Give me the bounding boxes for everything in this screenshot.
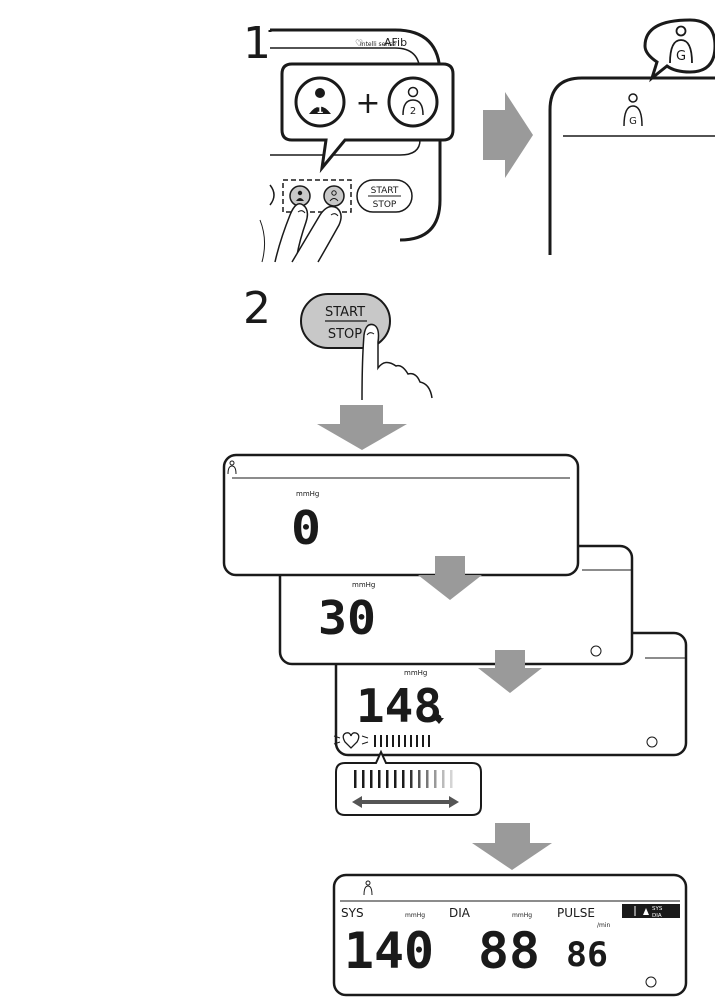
guest-letter-large: G xyxy=(676,49,686,64)
heart-icon: ♡ xyxy=(355,39,363,49)
guest-letter-small: G xyxy=(629,116,637,127)
dia-value: 88 xyxy=(478,922,540,980)
ok-icon-2 xyxy=(590,645,602,657)
user2-number: 2 xyxy=(410,106,416,117)
step-1-number: 1 xyxy=(243,18,271,69)
stop-label-small: STOP xyxy=(373,200,397,210)
guest-display: G G xyxy=(548,18,715,255)
stop-label-large: STOP xyxy=(328,327,362,342)
user1-icon xyxy=(297,190,303,196)
user1-large-button xyxy=(294,76,346,128)
pulse-unit: /min xyxy=(597,922,611,929)
brand-small-text: Intelli sense xyxy=(360,41,396,48)
user1-button[interactable] xyxy=(289,185,311,207)
guest-icon-large xyxy=(675,25,687,37)
unit-148: mmHg xyxy=(404,669,427,677)
legend-dia: DIA xyxy=(652,913,662,919)
down-arrow-2 xyxy=(418,556,482,600)
dia-label: DIA xyxy=(449,906,471,920)
guest-icon-screen1 xyxy=(229,460,235,466)
pulse-value: 86 xyxy=(566,935,608,975)
monitor-device: Intelli sense AFib ♡ START STOP xyxy=(259,28,442,263)
legend-sys: SYS xyxy=(652,906,663,912)
afib-label: AFib xyxy=(384,36,407,49)
pressure-0: 0 xyxy=(291,501,321,555)
screen-0: mmHg 0 xyxy=(222,453,580,577)
heart-pulse-icon xyxy=(333,732,369,749)
user1-large-icon xyxy=(315,88,325,98)
user2-button[interactable] xyxy=(323,185,345,207)
right-arrow xyxy=(483,92,533,178)
unit-30: mmHg xyxy=(352,581,375,589)
pressure-148: 148 xyxy=(356,679,442,733)
plus-sign: + xyxy=(355,86,380,121)
pressure-bar-indicator xyxy=(374,735,430,747)
ok-icon-result xyxy=(645,976,657,988)
pressure-30: 30 xyxy=(318,591,376,645)
down-arrow-4 xyxy=(472,823,552,870)
pulse-label: PULSE xyxy=(557,906,595,920)
unit-0: mmHg xyxy=(296,490,319,498)
finger-right xyxy=(291,205,342,263)
down-arrow-3 xyxy=(478,650,542,693)
sys-value: 140 xyxy=(344,922,434,980)
user1-number: 1 xyxy=(317,105,324,116)
start-label-large: START xyxy=(325,305,365,320)
user2-large-button xyxy=(387,76,439,128)
dia-unit: mmHg xyxy=(512,912,532,919)
ok-icon-3 xyxy=(646,736,658,748)
finger-left xyxy=(274,203,309,263)
guest-icon-result xyxy=(365,880,371,886)
guest-icon-small xyxy=(628,93,638,103)
sys-dia-legend: SYS DIA xyxy=(622,904,680,919)
down-arrow-1 xyxy=(317,405,407,450)
start-stop-large: START STOP xyxy=(300,293,433,401)
start-label-small: START xyxy=(371,186,399,196)
sys-label: SYS xyxy=(341,906,364,920)
sys-unit: mmHg xyxy=(405,912,425,919)
result-screen: SYS mmHg DIA mmHg PULSE /min SYS DIA 140… xyxy=(332,873,688,997)
user2-large-icon xyxy=(407,86,419,98)
double-arrow xyxy=(352,796,459,808)
pressing-hand xyxy=(361,323,433,401)
bar-graph-callout xyxy=(335,749,482,816)
step-2-number: 2 xyxy=(243,283,271,334)
user2-icon xyxy=(331,190,337,196)
highlight-box xyxy=(282,179,352,213)
button-callout: 1 + 2 xyxy=(280,62,455,174)
